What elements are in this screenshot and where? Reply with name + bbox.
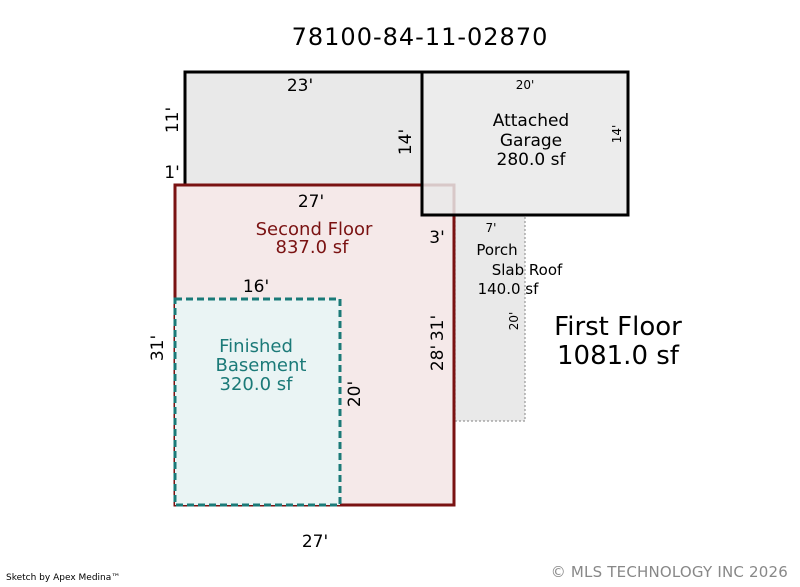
garage-area-value: 280.0 sf	[497, 150, 567, 170]
dim-bottom: 27'	[302, 532, 328, 552]
parcel-id-title: 78100-84-11-02870	[292, 23, 549, 51]
dim-basement-right: 20'	[345, 381, 365, 407]
porch-label-line2: Slab Roof	[492, 261, 563, 279]
dim-porch-top: 7'	[486, 221, 497, 235]
porch-label-line1: Porch	[476, 241, 517, 259]
sketch-credit: Sketch by Apex Medina™	[6, 573, 121, 583]
dim-left-side: 31'	[148, 335, 168, 361]
porch-area-value: 140.0 sf	[478, 280, 540, 298]
dim-garage-right: 14'	[610, 125, 624, 144]
garage-area	[420, 70, 630, 217]
garage-label-line1: Attached	[493, 111, 569, 131]
basement-label-line1: Finished	[219, 336, 293, 357]
dim-porch-side: 20'	[507, 312, 521, 331]
porch-area	[454, 214, 526, 422]
garage-label-line2: Garage	[500, 131, 562, 151]
first-floor-area-value: 1081.0 sf	[557, 341, 680, 371]
dim-top-height: 11'	[163, 107, 183, 133]
dim-top-width: 23'	[287, 76, 313, 96]
dim-second-top: 27'	[298, 192, 324, 212]
basement-area-value: 320.0 sf	[220, 374, 294, 395]
dim-inner-31: 31'	[428, 315, 448, 341]
basement-area	[173, 297, 342, 507]
dim-step: 1'	[164, 163, 180, 183]
dim-offset: 3'	[429, 228, 445, 248]
second-floor-label: Second Floor	[256, 219, 373, 240]
upper-block-area	[183, 70, 424, 187]
copyright-watermark: © MLS TECHNOLOGY INC 2026	[550, 563, 788, 581]
dim-garage-left: 14'	[396, 129, 416, 155]
dim-inner-28: 28'	[428, 345, 448, 371]
dim-basement-top: 16'	[243, 277, 269, 297]
first-floor-label: First Floor	[554, 312, 682, 342]
basement-label-line2: Basement	[216, 355, 307, 376]
second-floor-area-value: 837.0 sf	[276, 237, 350, 258]
dim-garage-width: 20'	[516, 78, 535, 92]
